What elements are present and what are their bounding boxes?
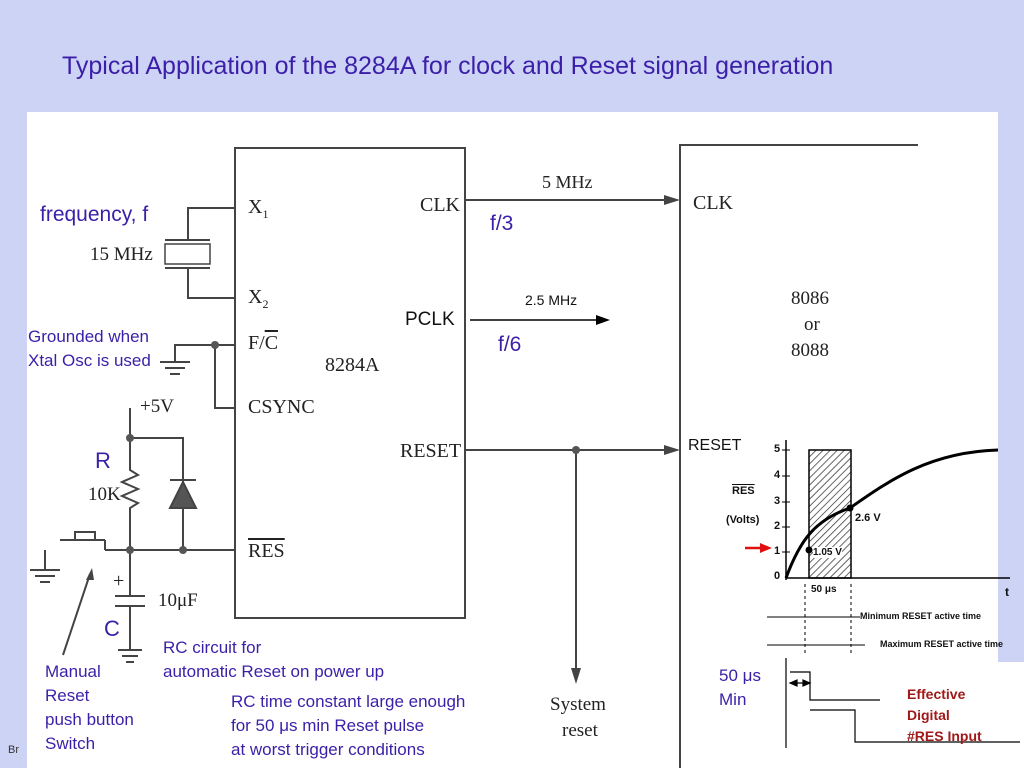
chart-ytick-3: 3 — [774, 495, 781, 507]
rc-label-1: RC circuit for — [163, 638, 262, 657]
chart-ytick-2: 2 — [774, 520, 781, 532]
pclk-label: PCLK — [405, 309, 455, 330]
frequency-label: frequency, f — [40, 203, 149, 226]
push-button — [44, 531, 106, 570]
capacitor — [115, 550, 145, 650]
pin-csync: CSYNC — [248, 396, 315, 418]
manual-arrow — [62, 573, 91, 656]
system-reset-label-2: reset — [562, 720, 598, 741]
clk-freq-label: 5 MHz — [542, 172, 593, 192]
chip-name: 8284A — [325, 354, 380, 376]
footer-fragment: Br — [8, 744, 19, 756]
f3-label: f/3 — [490, 212, 514, 235]
pin-res: RES — [248, 540, 285, 562]
cpu-line1: 8086 — [791, 288, 829, 309]
chip-8284a-outline — [234, 147, 466, 619]
eff-label-1: Effective — [907, 686, 966, 702]
pin-fc: F/C — [248, 332, 279, 354]
manual-label-1: Manual — [45, 662, 101, 681]
cpu-clk: CLK — [693, 192, 733, 214]
interval-label: 50 μs — [811, 584, 837, 595]
slide-title: Typical Application of the 8284A for clo… — [62, 52, 834, 80]
chart-ytick-1: 1 — [774, 545, 781, 557]
chart-ytick-5: 5 — [774, 443, 781, 455]
r-label: R — [95, 448, 111, 473]
cap-plus-label: + — [113, 570, 125, 592]
manual-label-4: Switch — [45, 734, 96, 753]
chart-xlabel: t — [1005, 585, 1009, 599]
crystal-wire — [187, 207, 235, 299]
waveform-panel — [786, 662, 1024, 768]
csync-wire — [214, 345, 235, 409]
crystal-label: 15 MHz — [90, 244, 153, 265]
resistor — [119, 438, 141, 550]
fc-ground-wire — [174, 344, 235, 362]
grounded-label-2: Xtal Osc is used — [28, 351, 151, 370]
min-label-2: Min — [719, 690, 747, 709]
min-active-label: Minimum RESET active time — [860, 611, 982, 621]
system-reset-label-1: System — [550, 694, 606, 715]
pin-x1: X1 — [248, 196, 269, 221]
cpu-reset: RESET — [688, 437, 742, 454]
f6-label: f/6 — [498, 333, 522, 356]
chart-ylabel-1: RES — [732, 485, 755, 497]
pin-reset: RESET — [400, 440, 462, 462]
resistor-label: 10K — [88, 484, 121, 505]
chart-ylabel-2: (Volts) — [726, 514, 760, 526]
tc-label-1: RC time constant large enough — [231, 692, 466, 711]
eff-label-2: Digital — [907, 707, 950, 723]
supply-wire — [129, 408, 184, 478]
pin-x2: X2 — [248, 286, 269, 311]
tc-label-3: at worst trigger conditions — [231, 740, 425, 759]
capacitor-label: 10μF — [158, 590, 198, 611]
max-active-label: Maximum RESET active time — [880, 639, 1004, 649]
cpu-line3: 8088 — [791, 340, 829, 361]
c-label: C — [104, 616, 120, 641]
manual-label-2: Reset — [45, 686, 90, 705]
reset-active-window — [808, 449, 852, 579]
cpu-outline — [679, 144, 918, 768]
rc-label-2: automatic Reset on power up — [163, 662, 385, 681]
digital-waveform — [785, 658, 1020, 748]
point-label-high: 2.6 V — [855, 512, 881, 524]
grounded-label-1: Grounded when — [28, 327, 149, 346]
crystal-body — [164, 243, 211, 265]
min-label-1: 50 μs — [719, 666, 761, 685]
point-label-low: 1.05 V — [813, 547, 842, 558]
reset-chart — [767, 440, 1010, 654]
chart-ytick-0: 0 — [774, 570, 781, 582]
tc-label-2: for 50 μs min Reset pulse — [231, 716, 425, 735]
chart-ytick-4: 4 — [774, 469, 781, 481]
pin-clk: CLK — [420, 194, 460, 216]
manual-label-3: push button — [45, 710, 134, 729]
pclk-freq-label: 2.5 MHz — [525, 292, 578, 308]
cpu-line2: or — [804, 314, 820, 335]
eff-label-3: #RES Input — [907, 728, 982, 744]
supply-label: +5V — [140, 396, 174, 417]
